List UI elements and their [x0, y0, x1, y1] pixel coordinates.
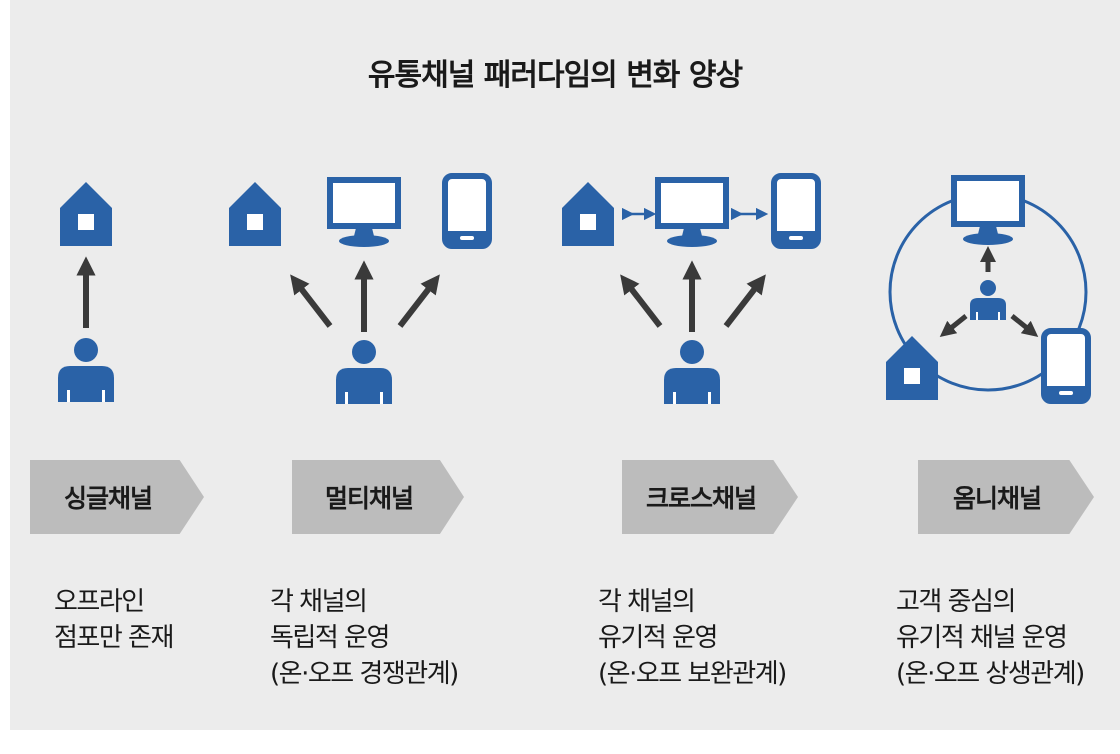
arrow — [397, 274, 440, 328]
description-line: (온·오프 보완관계) — [598, 659, 787, 689]
monitor-icon — [954, 178, 1022, 245]
store-icon — [562, 182, 614, 246]
person-icon — [336, 340, 392, 404]
diagram-title: 유통채널 패러다임의 변화 양상 — [367, 58, 743, 93]
description-line: 각 채널의 — [270, 587, 368, 617]
arrow — [290, 274, 333, 328]
person-icon — [970, 280, 1006, 320]
stage-tag-multi: 멀티채널 — [292, 460, 464, 534]
single-channel-figure — [58, 182, 114, 402]
stage-description-multi: 각 채널의 독립적 운영 (온·오프 경쟁관계) — [270, 584, 459, 692]
store-icon — [886, 336, 938, 400]
description-line: 독립적 운영 — [270, 623, 390, 653]
arrow — [939, 314, 968, 337]
description-line: 유기적 운영 — [598, 623, 718, 653]
description-line: (온·오프 상생관계) — [896, 659, 1085, 689]
stage-description-single: 오프라인 점포만 존재 — [54, 584, 174, 656]
arrow — [620, 274, 663, 328]
description-line: (온·오프 경쟁관계) — [270, 659, 459, 689]
description-line: 오프라인 — [54, 587, 145, 617]
store-icon — [229, 182, 281, 246]
description-line: 각 채널의 — [598, 587, 696, 617]
smartphone-icon — [445, 176, 489, 246]
person-icon — [664, 340, 720, 404]
cross-channel-figure — [562, 176, 818, 404]
arrow — [1010, 314, 1039, 337]
description-line: 고객 중심의 — [896, 587, 1016, 617]
stage-tag-omni: 옴니채널 — [918, 460, 1094, 534]
stage-tag-single: 싱글채널 — [30, 460, 204, 534]
description-line: 유기적 채널 운영 — [896, 623, 1068, 653]
multi-channel-figure — [229, 176, 489, 404]
stage-description-omni: 고객 중심의 유기적 채널 운영 (온·오프 상생관계) — [896, 584, 1085, 692]
smartphone-icon — [774, 176, 818, 246]
stage-description-cross: 각 채널의 유기적 운영 (온·오프 보완관계) — [598, 584, 787, 692]
description-line: 점포만 존재 — [54, 623, 174, 653]
person-icon — [58, 338, 114, 402]
smartphone-icon — [1044, 331, 1088, 401]
omni-channel-figure — [886, 178, 1088, 401]
monitor-icon — [658, 180, 726, 247]
monitor-icon — [330, 180, 398, 247]
store-icon — [60, 182, 112, 246]
arrow — [723, 274, 766, 328]
stage-tag-cross: 크로스채널 — [622, 460, 798, 534]
